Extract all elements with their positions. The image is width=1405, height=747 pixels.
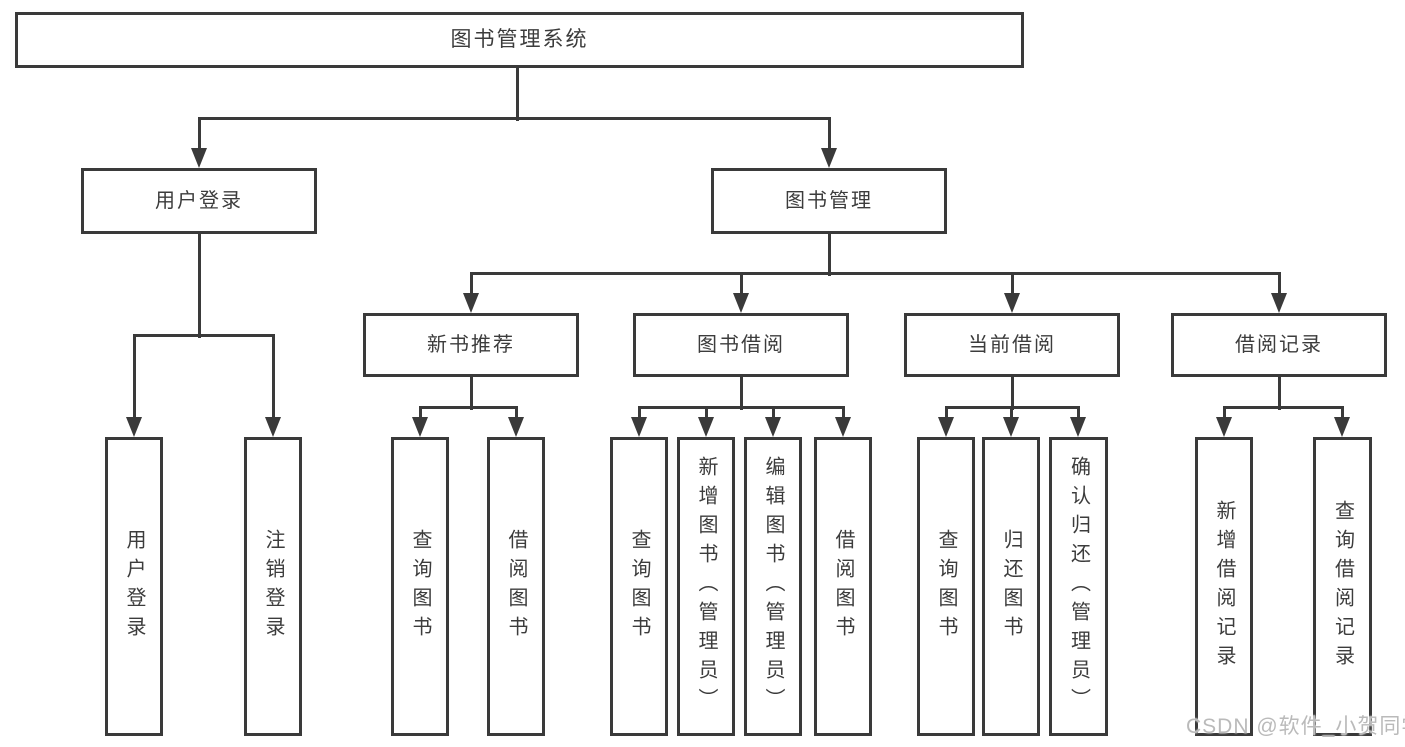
arrow-down-icon — [938, 417, 954, 437]
connector-line-vertical — [1009, 407, 1013, 421]
arrow-down-icon — [821, 148, 837, 168]
leaf-add-borrow-record: 新增借阅记录 — [1195, 437, 1253, 736]
node-current-borrowing: 当前借阅 — [904, 313, 1120, 377]
node-borrowing-records: 借阅记录 — [1171, 313, 1387, 377]
connector-line-horizontal — [418, 405, 518, 409]
connector-line-vertical — [1222, 407, 1226, 421]
arrow-down-icon — [631, 417, 647, 437]
arrow-down-icon — [126, 417, 142, 437]
arrow-down-icon — [412, 417, 428, 437]
connector-line-vertical — [418, 407, 422, 421]
connector-line-vertical — [1076, 407, 1080, 421]
arrow-down-icon — [1334, 417, 1350, 437]
connector-line-vertical — [827, 118, 831, 152]
arrow-down-icon — [733, 293, 749, 313]
connector-line-vertical — [1010, 377, 1014, 410]
arrow-down-icon — [1004, 293, 1020, 313]
connector-line-horizontal — [1222, 405, 1344, 409]
arrow-down-icon — [1003, 417, 1019, 437]
leaf-add-books-admin: 新增图书（管理员） — [677, 437, 735, 736]
connector-line-vertical — [944, 407, 948, 421]
connector-line-horizontal — [132, 333, 275, 337]
arrow-down-icon — [1271, 293, 1287, 313]
leaf-borrow-books-recommend: 借阅图书 — [487, 437, 545, 736]
connector-line-vertical — [739, 377, 743, 410]
arrow-down-icon — [265, 417, 281, 437]
leaf-return-books: 归还图书 — [982, 437, 1040, 736]
connector-line-vertical — [469, 377, 473, 410]
connector-line-vertical — [132, 335, 136, 421]
connector-line-vertical — [469, 273, 473, 297]
node-user-login: 用户登录 — [81, 168, 317, 234]
connector-line-horizontal — [469, 271, 1281, 275]
connector-line-horizontal — [637, 405, 845, 409]
connector-line-vertical — [515, 68, 519, 121]
connector-line-vertical — [514, 407, 518, 421]
connector-line-horizontal — [197, 116, 831, 120]
leaf-logout: 注销登录 — [244, 437, 302, 736]
arrow-down-icon — [463, 293, 479, 313]
leaf-borrow-books: 借阅图书 — [814, 437, 872, 736]
leaf-user-login: 用户登录 — [105, 437, 163, 736]
connector-line-vertical — [771, 407, 775, 421]
leaf-query-books-recommend: 查询图书 — [391, 437, 449, 736]
arrow-down-icon — [1216, 417, 1232, 437]
watermark: CSDN @软件_小贺同学 — [1186, 715, 1405, 738]
node-new-book-recommendation: 新书推荐 — [363, 313, 579, 377]
leaf-edit-books-admin: 编辑图书（管理员） — [744, 437, 802, 736]
connector-line-vertical — [1277, 377, 1281, 410]
leaf-query-books-borrowing: 查询图书 — [610, 437, 668, 736]
connector-line-vertical — [827, 234, 831, 276]
node-library-management-system: 图书管理系统 — [15, 12, 1024, 68]
connector-line-vertical — [704, 407, 708, 421]
connector-line-vertical — [637, 407, 641, 421]
node-book-borrowing: 图书借阅 — [633, 313, 849, 377]
arrow-down-icon — [698, 417, 714, 437]
connector-line-vertical — [1340, 407, 1344, 421]
connector-line-vertical — [739, 273, 743, 297]
arrow-down-icon — [765, 417, 781, 437]
arrow-down-icon — [191, 148, 207, 168]
arrow-down-icon — [835, 417, 851, 437]
connector-line-vertical — [197, 118, 201, 152]
leaf-confirm-return-admin: 确认归还（管理员） — [1049, 437, 1108, 736]
connector-line-vertical — [197, 234, 201, 338]
connector-line-vertical — [1010, 273, 1014, 297]
arrow-down-icon — [1070, 417, 1086, 437]
connector-line-vertical — [841, 407, 845, 421]
leaf-query-borrow-record: 查询借阅记录 — [1313, 437, 1372, 736]
arrow-down-icon — [508, 417, 524, 437]
connector-line-vertical — [271, 335, 275, 421]
node-book-management: 图书管理 — [711, 168, 947, 234]
leaf-query-books-current: 查询图书 — [917, 437, 975, 736]
connector-line-vertical — [1277, 273, 1281, 297]
